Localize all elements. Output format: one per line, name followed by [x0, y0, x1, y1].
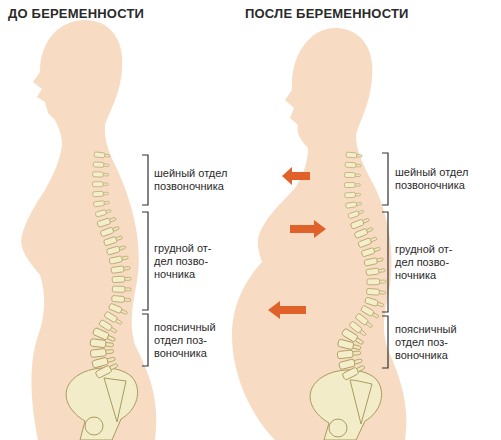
vertebra	[111, 265, 131, 274]
vertebral-body	[346, 152, 357, 158]
vertebral-body	[93, 191, 104, 197]
vertebra	[109, 254, 129, 264]
vertebra	[95, 362, 119, 379]
vertebra	[366, 288, 385, 295]
vertebra	[348, 209, 364, 219]
spine-section-label: шейный отдел позвоночника	[154, 167, 232, 193]
vertebral-body	[366, 288, 379, 295]
vertebral-body	[345, 172, 356, 177]
shift-arrow	[268, 167, 326, 319]
column-heading: ДО БЕРЕМЕННОСТИ	[8, 6, 144, 21]
vertebral-body	[342, 367, 359, 380]
pelvis-bone	[66, 368, 381, 440]
vertebral-body	[95, 365, 112, 378]
vertebral-body	[104, 311, 118, 323]
vertebral-body	[345, 192, 356, 198]
vertebra	[350, 217, 370, 230]
vertebral-body	[90, 339, 106, 348]
vertebral-body	[93, 162, 104, 168]
spine-section-label: грудной от- дел позво- ночника	[395, 243, 473, 282]
vertebra	[90, 348, 114, 358]
column-heading: ПОСЛЕ БЕРЕМЕННОСТИ	[245, 6, 409, 21]
vertebra	[345, 172, 361, 178]
vertebra	[112, 286, 131, 292]
vertebra	[346, 201, 362, 208]
vertebra	[112, 295, 131, 303]
vertebra	[93, 191, 109, 197]
vertebra	[342, 364, 366, 381]
vertebral-body	[103, 236, 117, 246]
vertebra	[337, 349, 361, 359]
vertebral-body	[346, 202, 357, 208]
vertebra	[337, 339, 361, 352]
vertebra	[92, 182, 108, 187]
body-silhouette	[232, 28, 406, 440]
vertebral-body	[100, 227, 114, 237]
vertebra	[93, 162, 109, 168]
vertebral-body	[361, 247, 375, 256]
vertebral-body	[90, 348, 106, 357]
vertebral-body	[112, 286, 125, 292]
vertebral-body	[337, 350, 353, 359]
vertebra	[97, 216, 117, 228]
vertebral-body	[109, 256, 123, 265]
vertebral-body	[350, 219, 364, 229]
vertebral-body	[108, 303, 122, 313]
vertebral-body	[106, 246, 120, 255]
vertebra	[90, 339, 114, 349]
vertebral-body	[348, 211, 360, 219]
body-silhouette	[21, 20, 156, 440]
vertebra	[345, 192, 361, 198]
vertebra	[93, 172, 109, 178]
vertebra	[112, 276, 131, 283]
vertebral-body	[111, 266, 124, 274]
vertebral-body	[344, 183, 355, 188]
vertebra	[94, 152, 110, 159]
vertebral-body	[112, 295, 125, 302]
vertebral-body	[355, 313, 369, 325]
vertebra	[100, 225, 120, 237]
vertebral-column	[90, 152, 386, 381]
vertebral-body	[337, 339, 354, 350]
vertebra	[365, 297, 385, 308]
vertebral-body	[93, 201, 104, 207]
vertebral-body	[97, 218, 111, 228]
vertebral-body	[367, 279, 380, 285]
spine-section-label: шейный отдел позвоночника	[395, 166, 473, 192]
spine	[90, 152, 131, 379]
vertebra	[344, 183, 360, 188]
vertebral-body	[345, 162, 356, 168]
spine-section-label: поясничный отдел поз- воночника	[154, 321, 232, 360]
vertebra	[354, 226, 374, 239]
vertebra	[364, 256, 384, 266]
vertebral-body	[364, 258, 378, 267]
vertebra	[366, 267, 386, 275]
vertebra	[95, 208, 112, 217]
vertebral-body	[95, 210, 106, 218]
vertebral-body	[112, 276, 125, 283]
vertebra	[346, 152, 362, 159]
vertebra	[106, 244, 126, 255]
vertebral-body	[93, 172, 104, 177]
vertebra	[358, 236, 378, 248]
spine-section-label: грудной от- дел позво- ночника	[154, 242, 232, 281]
vertebral-body	[92, 327, 109, 340]
vertebral-body	[94, 152, 105, 158]
vertebra	[103, 234, 123, 246]
vertebral-body	[366, 268, 379, 275]
vertebra	[367, 279, 386, 285]
vertebral-body	[365, 297, 379, 306]
vertebral-body	[358, 238, 372, 248]
vertebra	[93, 200, 109, 207]
vertebral-body	[360, 305, 374, 316]
vertebral-body	[354, 228, 368, 238]
vertebral-body	[92, 182, 103, 187]
spine	[337, 152, 386, 380]
spine-section-label: поясничный отдел поз- воночника	[395, 323, 473, 362]
vertebra	[361, 246, 381, 257]
section-bracket	[142, 153, 388, 368]
vertebra	[345, 162, 361, 168]
